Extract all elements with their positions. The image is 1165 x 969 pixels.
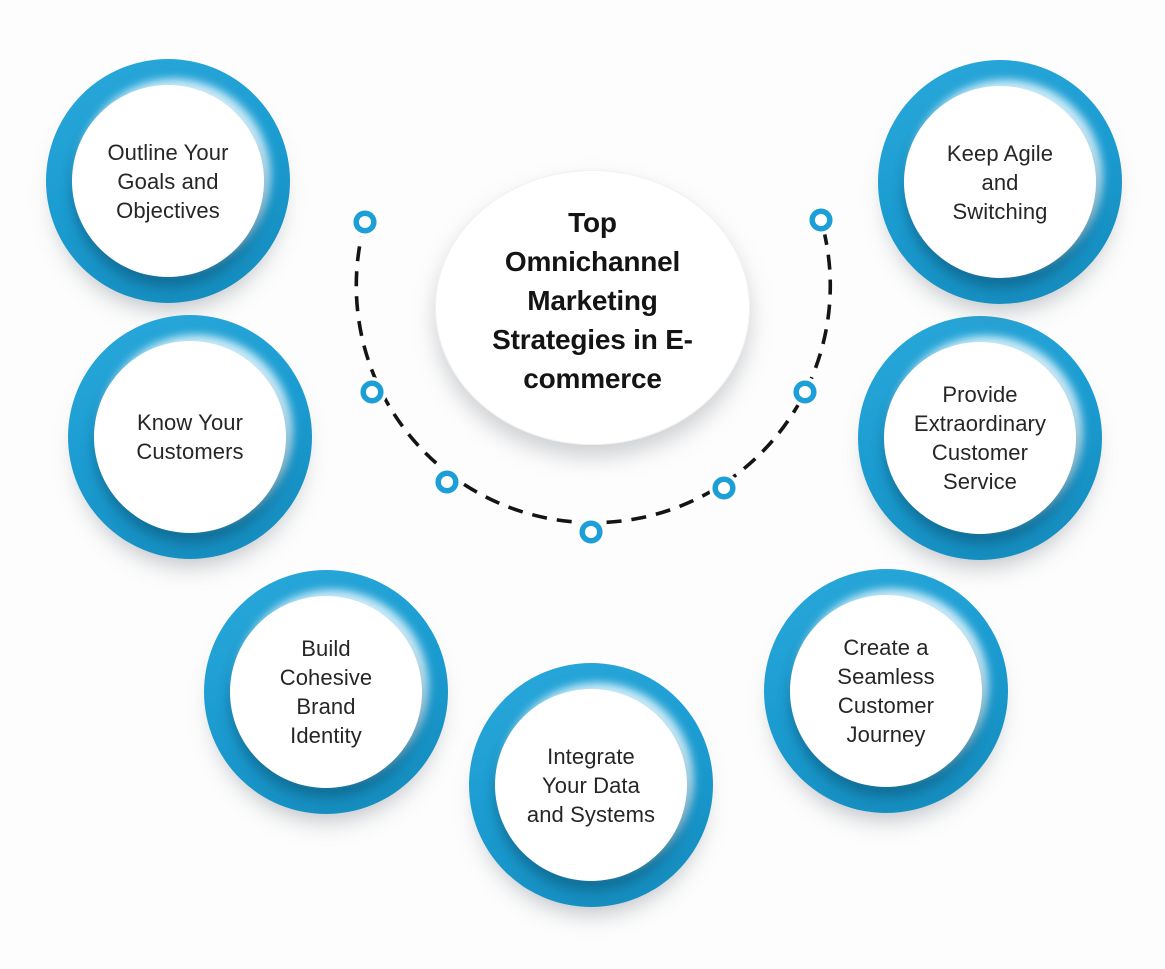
circle-brand-identity-inner: Build Cohesive Brand Identity [230,596,422,788]
strategy-label: Build Cohesive Brand Identity [279,636,373,748]
circle-know-customers: Know Your Customers [68,315,312,559]
connector-dot [712,476,736,500]
strategy-label: Outline Your Goals and Objectives [107,139,229,223]
circle-integrate-data-inner: Integrate Your Data and Systems [495,689,687,881]
circle-outline-goals: Outline Your Goals and Objectives [46,59,290,303]
strategy-label: Create a Seamless Customer Journey [837,635,935,747]
circle-customer-journey: Create a Seamless Customer Journey [764,569,1008,813]
circle-know-customers-inner: Know Your Customers [94,341,286,533]
center-title-circle: Top Omnichannel Marketing Strategies in … [435,170,750,445]
circle-customer-service: Provide Extraordinary Customer Service [858,316,1102,560]
circle-customer-journey-inner: Create a Seamless Customer Journey [790,595,982,787]
circle-outline-goals-inner: Outline Your Goals and Objectives [72,85,264,277]
connector-dot [435,470,459,494]
circle-keep-agile: Keep Agile and Switching [878,60,1122,304]
strategy-label: Integrate Your Data and Systems [526,743,656,827]
connector-dot [579,520,603,544]
strategy-label: Know Your Customers [136,410,244,464]
circle-integrate-data: Integrate Your Data and Systems [469,663,713,907]
connector-dot [809,208,833,232]
strategy-label: Provide Extraordinary Customer Service [913,382,1047,494]
circle-customer-service-inner: Provide Extraordinary Customer Service [884,342,1076,534]
connector-dot [793,380,817,404]
connector-dot [353,210,377,234]
strategy-label: Keep Agile and Switching [946,140,1054,224]
circle-keep-agile-inner: Keep Agile and Switching [904,86,1096,278]
circle-brand-identity: Build Cohesive Brand Identity [204,570,448,814]
infographic-title: Top Omnichannel Marketing Strategies in … [492,207,693,394]
connector-dot [360,380,384,404]
